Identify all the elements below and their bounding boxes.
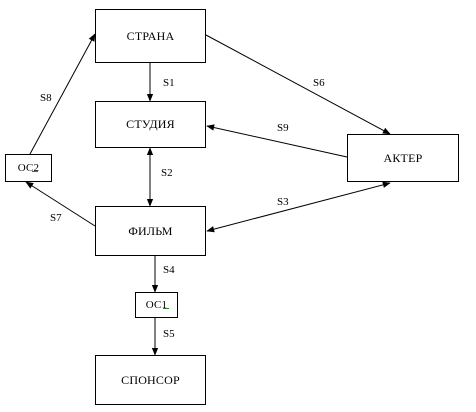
node-actor: АКТЕР	[347, 134, 459, 182]
edge-label-s5: S5	[163, 328, 175, 340]
edge-s9-line	[206, 124, 348, 158]
spellcheck-mark	[32, 168, 38, 172]
node-os1: ОС1	[135, 292, 178, 318]
spellcheck-mark	[163, 305, 169, 309]
edge-s8-line	[29, 33, 96, 155]
edge-label-s6: S6	[313, 77, 325, 89]
node-strana: СТРАНА	[95, 9, 206, 63]
node-os2: ОС2	[5, 154, 52, 182]
node-studio: СТУДИЯ	[95, 101, 206, 148]
edge-s3-line	[206, 181, 391, 233]
node-sponsor: СПОНСОР	[95, 355, 206, 405]
edge-s6-line	[205, 34, 391, 135]
edge-s7-line	[25, 181, 96, 227]
edge-label-s7: S7	[50, 212, 62, 224]
edge-label-s1: S1	[163, 77, 175, 89]
edge-label-s9: S9	[277, 122, 289, 134]
edge-label-s3: S3	[277, 196, 289, 208]
node-film: ФИЛЬМ	[95, 206, 206, 256]
edge-label-s4: S4	[163, 264, 175, 276]
edge-label-s2: S2	[161, 167, 173, 179]
edge-label-s8: S8	[40, 92, 52, 104]
